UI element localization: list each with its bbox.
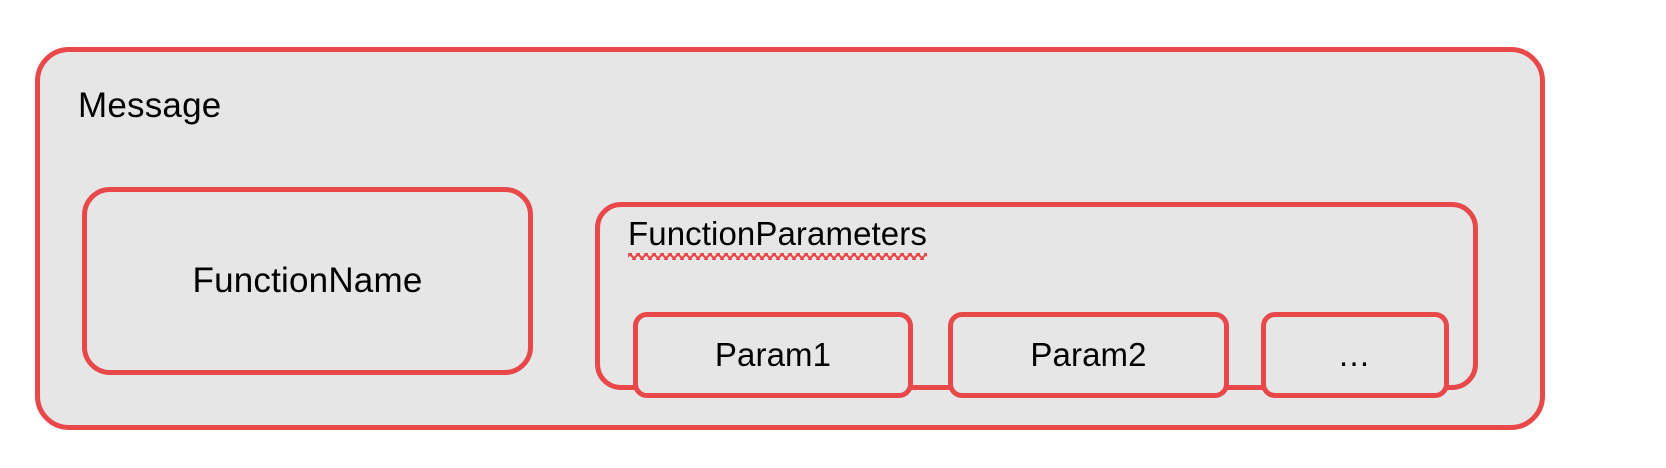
function-name-block[interactable]: FunctionName <box>82 187 533 375</box>
param-block-ellipsis[interactable]: … <box>1261 312 1449 398</box>
parameters-row: Param1 Param2 … <box>633 312 1455 398</box>
function-parameters-label: FunctionParameters <box>628 215 927 252</box>
param-label-1: Param1 <box>714 336 832 373</box>
function-parameters-label-wrap: FunctionParameters <box>628 214 927 260</box>
spellcheck-squiggle-icon <box>628 253 927 260</box>
param-label-2: Param2 <box>1030 336 1147 373</box>
param-block-2[interactable]: Param2 <box>948 312 1229 398</box>
param-label-ellipsis: … <box>1337 336 1373 373</box>
param-block-1[interactable]: Param1 <box>633 312 913 398</box>
function-name-label: FunctionName <box>192 261 423 300</box>
message-label: Message <box>78 86 222 125</box>
function-parameters-group[interactable]: FunctionParameters Param1 Param2 … <box>595 202 1478 398</box>
message-container[interactable]: Message FunctionName FunctionParameters … <box>35 47 1545 430</box>
